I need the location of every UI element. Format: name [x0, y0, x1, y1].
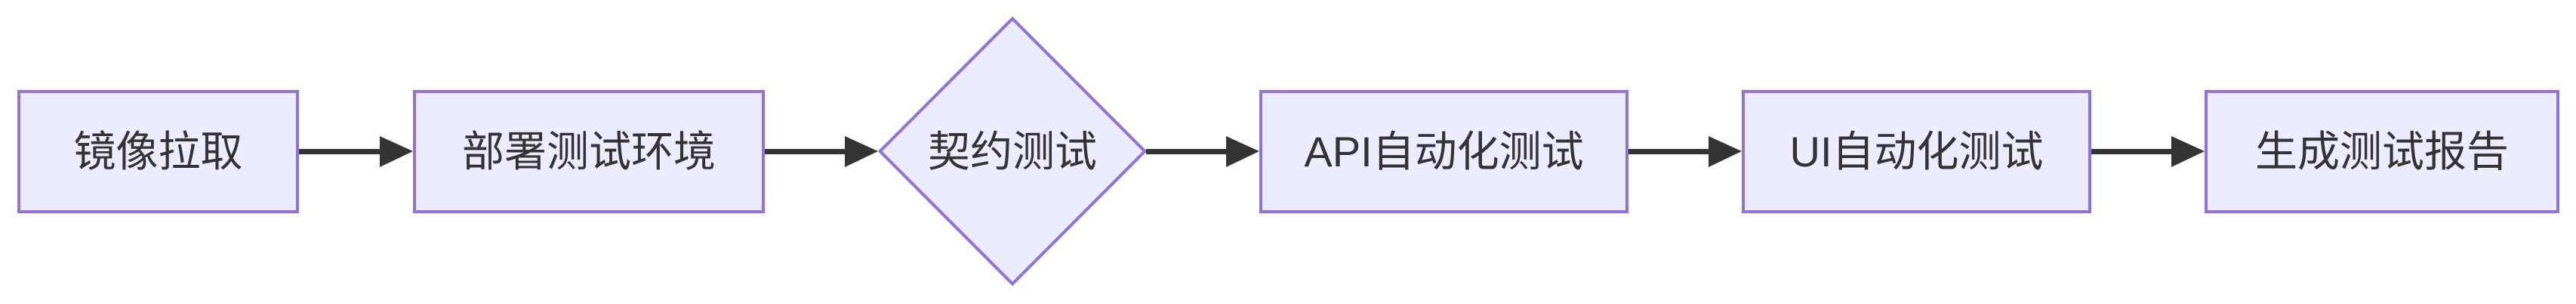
node-ui-automation-test-label: UI自动化测试: [1789, 127, 2044, 175]
diamond-label-wrap: 契约测试: [878, 17, 1147, 287]
node-image-pull-label: 镜像拉取: [73, 127, 243, 175]
node-contract-test: 契约测试: [877, 16, 1148, 287]
edge-arrow-3: [1146, 136, 1259, 167]
node-image-pull: 镜像拉取: [17, 90, 299, 213]
edge-arrow-4: [1628, 136, 1742, 167]
edge-line: [2091, 149, 2177, 154]
arrowhead-icon: [2171, 136, 2205, 167]
edge-line: [1146, 149, 1232, 154]
edge-arrow-5: [2091, 136, 2205, 167]
edge-line: [765, 149, 851, 154]
edge-line: [299, 149, 386, 154]
arrowhead-icon: [1226, 136, 1259, 167]
node-api-automation-test: API自动化测试: [1259, 90, 1628, 213]
node-ui-automation-test: UI自动化测试: [1742, 90, 2091, 213]
edge-arrow-2: [765, 136, 878, 167]
arrowhead-icon: [380, 136, 413, 167]
node-contract-test-label: 契约测试: [928, 127, 1097, 175]
arrowhead-icon: [845, 136, 878, 167]
node-deploy-test-env-label: 部署测试环境: [462, 127, 716, 175]
node-generate-test-report: 生成测试报告: [2205, 90, 2559, 213]
node-deploy-test-env: 部署测试环境: [413, 90, 765, 213]
node-api-automation-test-label: API自动化测试: [1304, 127, 1584, 175]
edge-line: [1628, 149, 1715, 154]
arrowhead-icon: [1709, 136, 1742, 167]
edge-arrow-1: [299, 136, 413, 167]
node-generate-test-report-label: 生成测试报告: [2255, 127, 2509, 175]
